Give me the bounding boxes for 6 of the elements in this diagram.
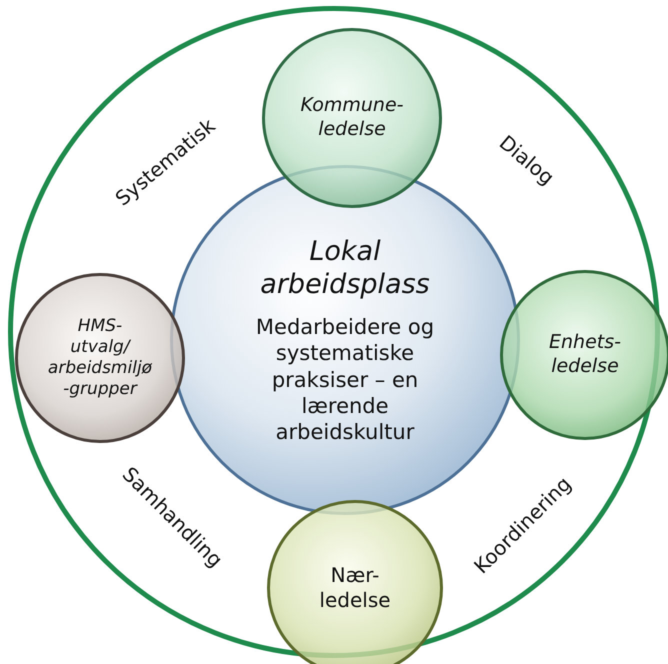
bubble-label: Enhets- ledelse: [549, 331, 621, 379]
bubble-title: Lokal arbeidsplass: [260, 234, 430, 302]
bubble-label: Nær- ledelse: [319, 563, 391, 613]
bubble-label: Kommune- ledelse: [300, 94, 404, 142]
bubble-text: Medarbeidere og systematiske praksiser – en lærende arbeidskultur: [254, 314, 436, 446]
bubble-label: HMS- utvalg/ arbeidsmiljø -grupper: [48, 316, 152, 400]
